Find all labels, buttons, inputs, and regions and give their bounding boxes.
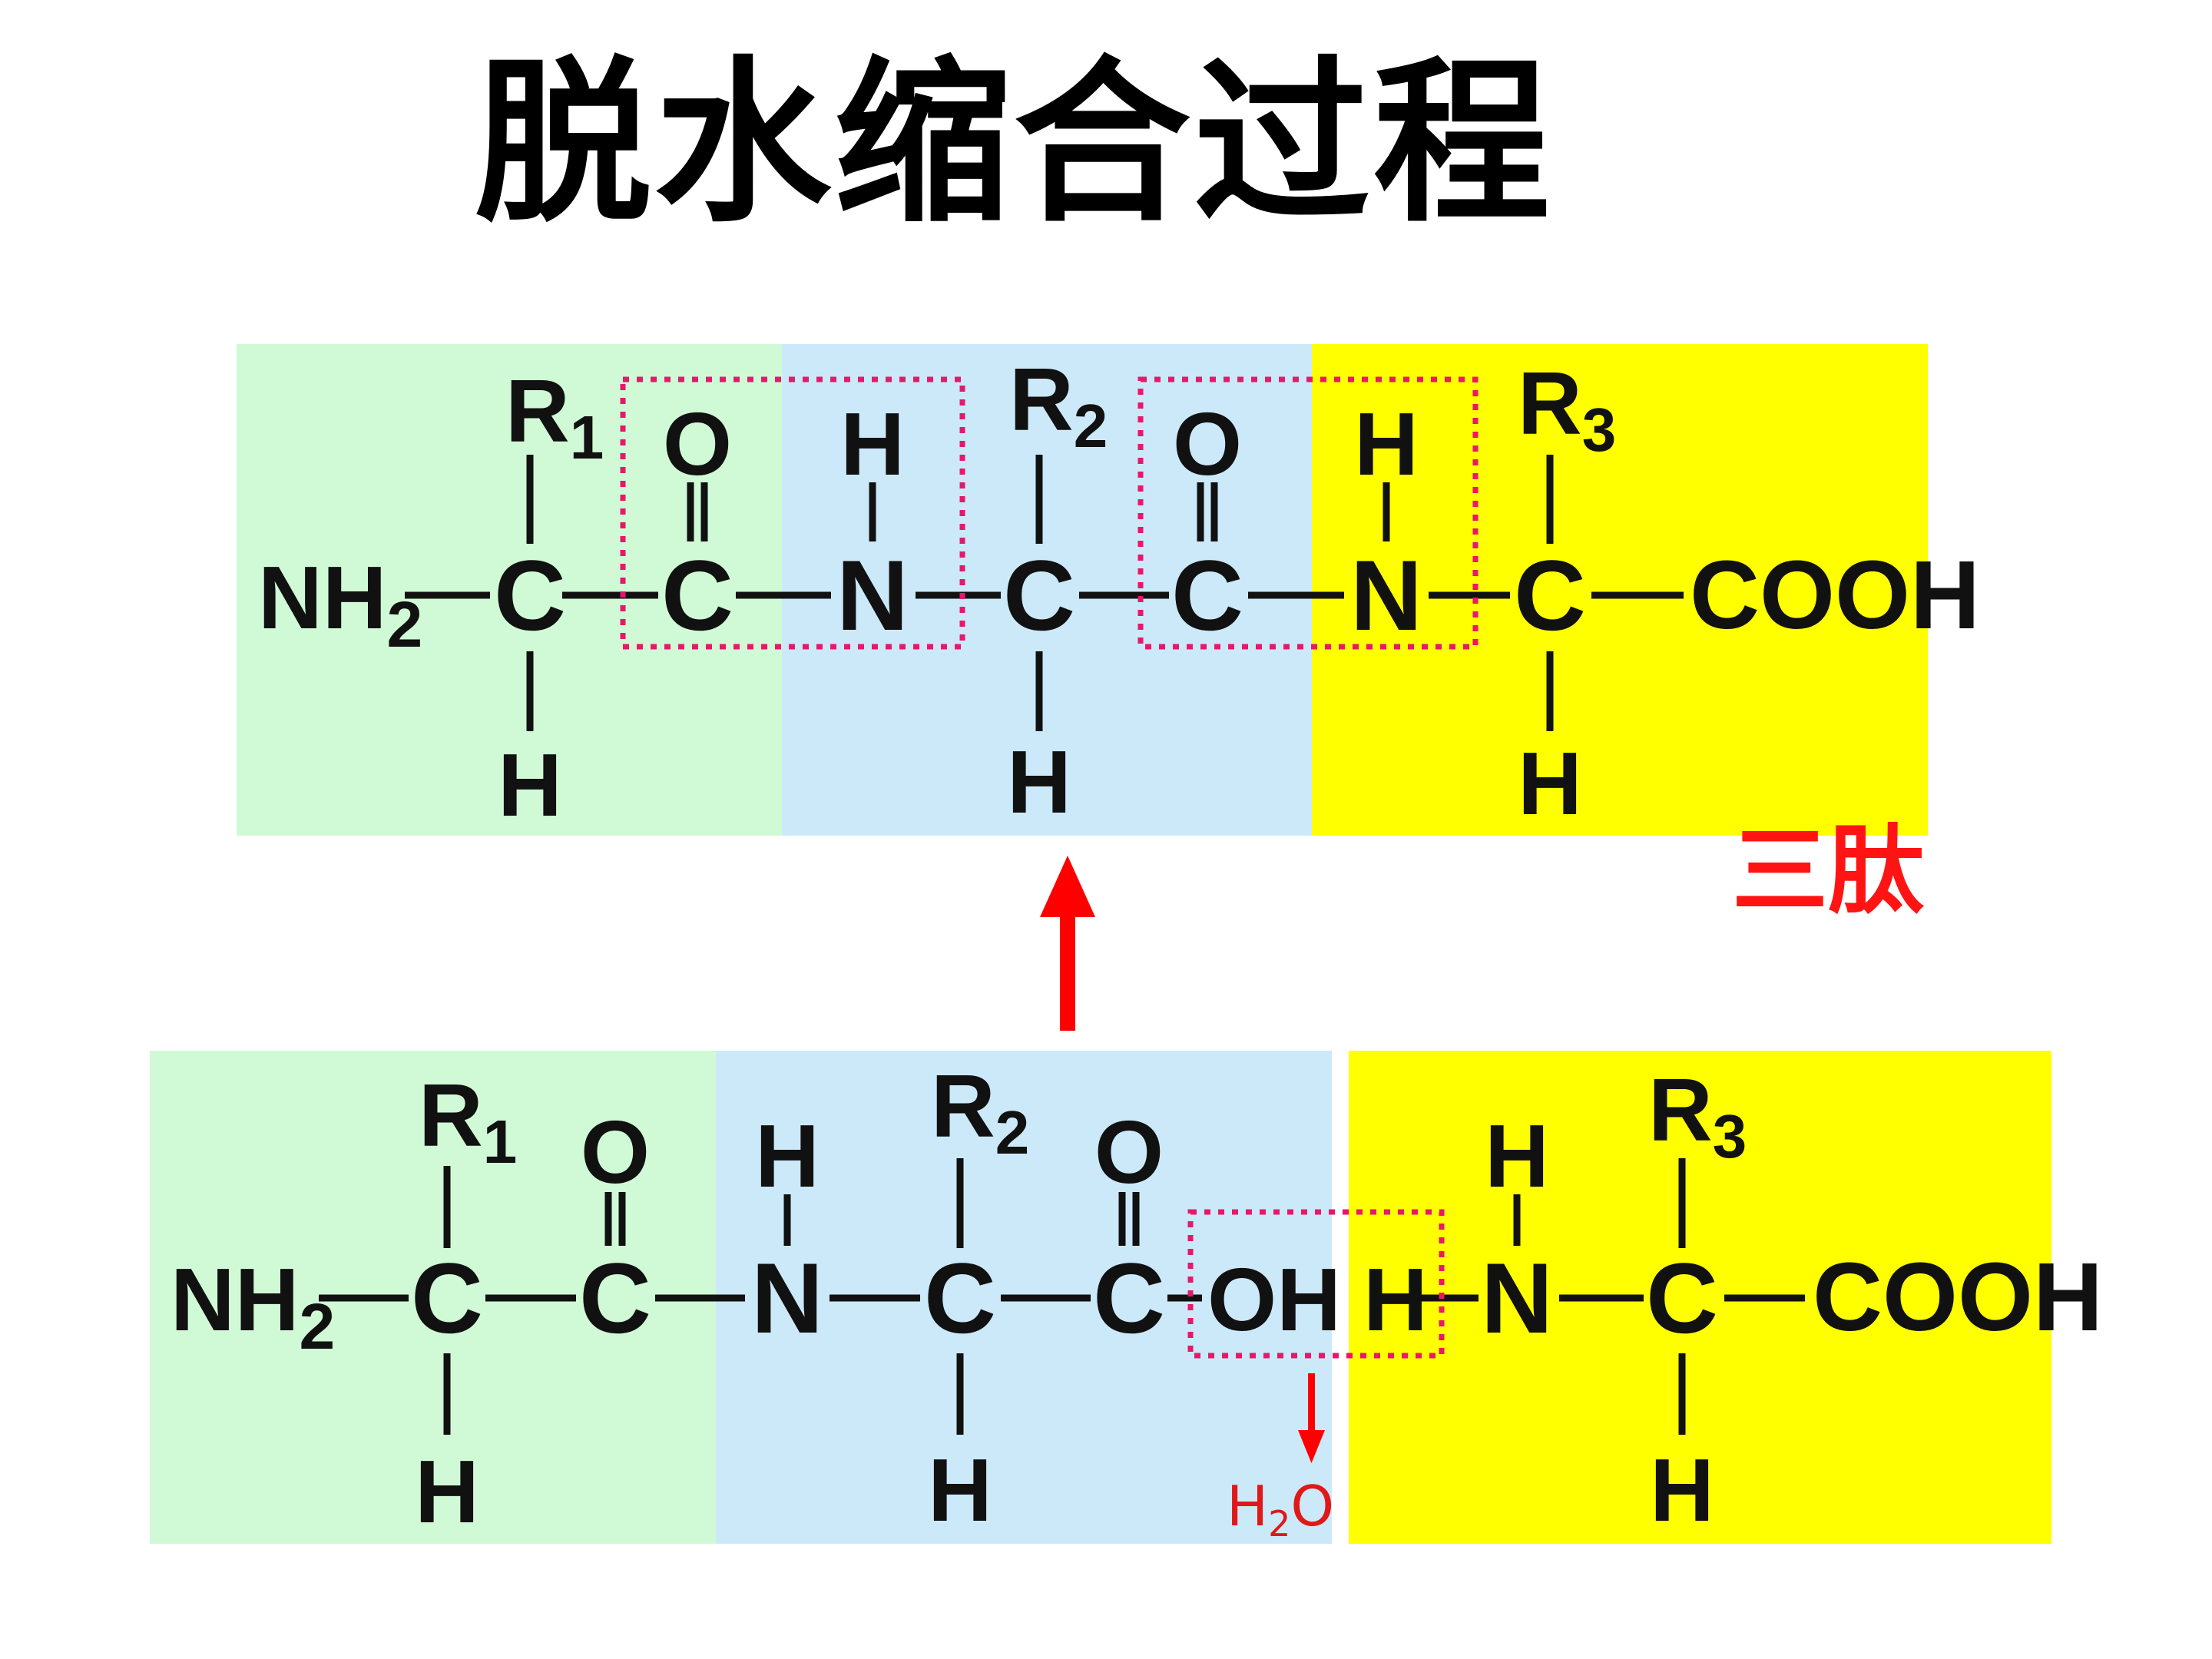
- r-carboxyl-group: COOH: [1813, 1243, 2103, 1351]
- r-amino-nitrogen-3: N: [1481, 1242, 1553, 1354]
- r-carboxyl-carbon-2: C: [1093, 1242, 1165, 1354]
- alpha-carbon-2: C: [1003, 539, 1075, 651]
- r1-group: R1: [505, 361, 604, 472]
- carbonyl-oxygen-1: O: [663, 394, 732, 494]
- r-hydrogen-1: H: [415, 1442, 479, 1541]
- r-hydrogen-2: H: [928, 1440, 992, 1540]
- water-release-arrow: [1298, 1373, 1325, 1463]
- alpha-carbon-1: C: [494, 539, 566, 651]
- page-title: 脱水缩合过程: [474, 41, 1553, 247]
- r-hydrogen-3: H: [1650, 1440, 1714, 1540]
- carbonyl-oxygen-2: O: [1173, 394, 1242, 494]
- hydrogen-3: H: [1518, 733, 1582, 833]
- amide-hydrogen-1: H: [840, 394, 905, 494]
- r-carbonyl-carbon-1: C: [579, 1242, 651, 1354]
- water-forming-box: [1187, 1209, 1445, 1359]
- carbonyl-carbon-1: C: [661, 539, 733, 651]
- carbonyl-carbon-2: C: [1171, 539, 1243, 651]
- tripeptide-bonds: [405, 455, 1684, 731]
- r-alpha-carbon-3: C: [1646, 1242, 1718, 1354]
- r-r3-group: R3: [1648, 1060, 1747, 1171]
- r-leaving-hydrogen: H: [1363, 1250, 1428, 1349]
- tripeptide-atoms: NH2 C R1 H C O N H C R2 H C O N H C R3 H…: [258, 349, 1980, 835]
- r-hydroxyl-group: OH: [1207, 1250, 1341, 1349]
- residue-3-background: [1312, 344, 1928, 836]
- amide-nitrogen-2: N: [1350, 539, 1422, 651]
- carboxyl-group: COOH: [1690, 541, 1980, 649]
- hydrogen-1: H: [498, 735, 562, 835]
- r-amino-nitrogen-2: N: [751, 1242, 823, 1354]
- r-alpha-carbon-1: C: [411, 1242, 483, 1354]
- r2-group: R2: [1009, 349, 1108, 460]
- water-label: H2O: [1227, 1474, 1335, 1545]
- r-alpha-carbon-2: C: [924, 1242, 996, 1354]
- r-amino-hydrogen-3: H: [1485, 1106, 1549, 1206]
- reactant-1-background: [150, 1051, 716, 1544]
- r3-group: R3: [1518, 353, 1616, 464]
- arrow-shaft: [1060, 914, 1075, 1031]
- residue-2-background: [782, 344, 1312, 836]
- r-amino-group: NH2: [171, 1250, 335, 1363]
- residue-1-background: [237, 344, 782, 836]
- reaction-arrow: [1040, 856, 1095, 1031]
- r-carboxyl-oxygen-2: O: [1094, 1102, 1164, 1202]
- r-carbonyl-oxygen-1: O: [581, 1102, 650, 1202]
- amide-hydrogen-2: H: [1354, 394, 1419, 494]
- amide-nitrogen-1: N: [836, 539, 909, 651]
- peptide-bond-box-1: [620, 376, 965, 650]
- r-amino-hydrogen-2: H: [755, 1106, 820, 1206]
- reactants-panel: NH2 C R1 H C O N H C R2 H C O OH H N H C…: [150, 1051, 2103, 1544]
- r-r2-group: R2: [931, 1056, 1029, 1167]
- alpha-carbon-3: C: [1514, 539, 1586, 651]
- peptide-bond-box-2: [1137, 376, 1479, 650]
- hydrogen-2: H: [1007, 732, 1071, 832]
- reactant-bonds: [319, 1158, 1805, 1435]
- arrow-head: [1040, 856, 1095, 917]
- tripeptide-label: 三肽: [1732, 816, 1924, 927]
- tripeptide-panel: NH2 C R1 H C O N H C R2 H C O N H C R3 H…: [237, 344, 1980, 836]
- reactant-atoms: NH2 C R1 H C O N H C R2 H C O OH H N H C…: [171, 1056, 2103, 1541]
- amino-group: NH2: [258, 548, 422, 661]
- r-r1-group: R1: [419, 1065, 517, 1176]
